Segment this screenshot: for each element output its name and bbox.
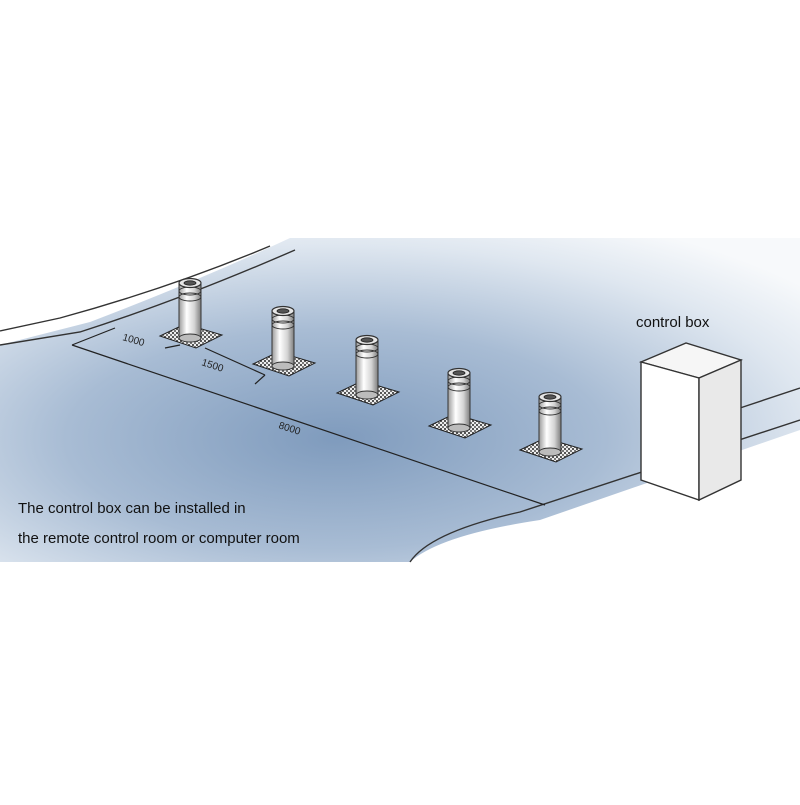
bollard xyxy=(251,305,317,377)
installation-note-line-2: the remote control room or computer room xyxy=(18,530,300,547)
bollard-cap-inner xyxy=(543,394,557,400)
bollard-group xyxy=(158,277,584,463)
bollard-ring xyxy=(355,349,379,359)
dimension-line-1000 xyxy=(164,344,181,349)
bollard-cap-inner xyxy=(360,337,374,343)
installation-note-line-1: The control box can be installed in xyxy=(18,500,246,517)
bollard-cap-inner xyxy=(183,280,197,286)
dimension-line-1500 xyxy=(204,347,266,376)
bollard-ring xyxy=(271,320,295,330)
control-box-front xyxy=(640,361,700,501)
lower-curb-line-2 xyxy=(739,387,800,409)
upper-curb-line-2 xyxy=(0,249,296,346)
bollard xyxy=(427,367,493,439)
control-box-side xyxy=(698,358,742,502)
bollard-cap-inner xyxy=(452,370,466,376)
bollard-pole xyxy=(355,339,379,396)
lower-sidewalk xyxy=(410,430,800,562)
control-box-label: control box xyxy=(636,314,710,331)
bollard-pole xyxy=(447,372,471,429)
bollard-bottom xyxy=(447,423,471,433)
bollard-bottom xyxy=(355,390,379,400)
bollard-pole xyxy=(538,396,562,453)
bollard-pole xyxy=(178,282,202,339)
bollard-cap-inner xyxy=(276,308,290,314)
bollard xyxy=(518,391,584,463)
bollard xyxy=(158,277,224,349)
dimension-tick-start xyxy=(71,327,116,346)
bollard-bottom xyxy=(178,333,202,343)
bollard xyxy=(335,334,401,406)
control-box xyxy=(638,342,744,502)
upper-curb-line xyxy=(0,245,271,332)
bollard-ring xyxy=(178,292,202,302)
bollard-bottom xyxy=(538,447,562,457)
bollard-ring xyxy=(538,406,562,416)
bollard-pole xyxy=(271,310,295,367)
dimension-tick-1500 xyxy=(254,374,266,385)
bollard-ring xyxy=(447,382,471,392)
upper-sidewalk xyxy=(0,238,290,345)
lower-curb-line xyxy=(409,419,800,563)
dimension-line-8000 xyxy=(71,344,546,506)
bollard-bottom xyxy=(271,361,295,371)
